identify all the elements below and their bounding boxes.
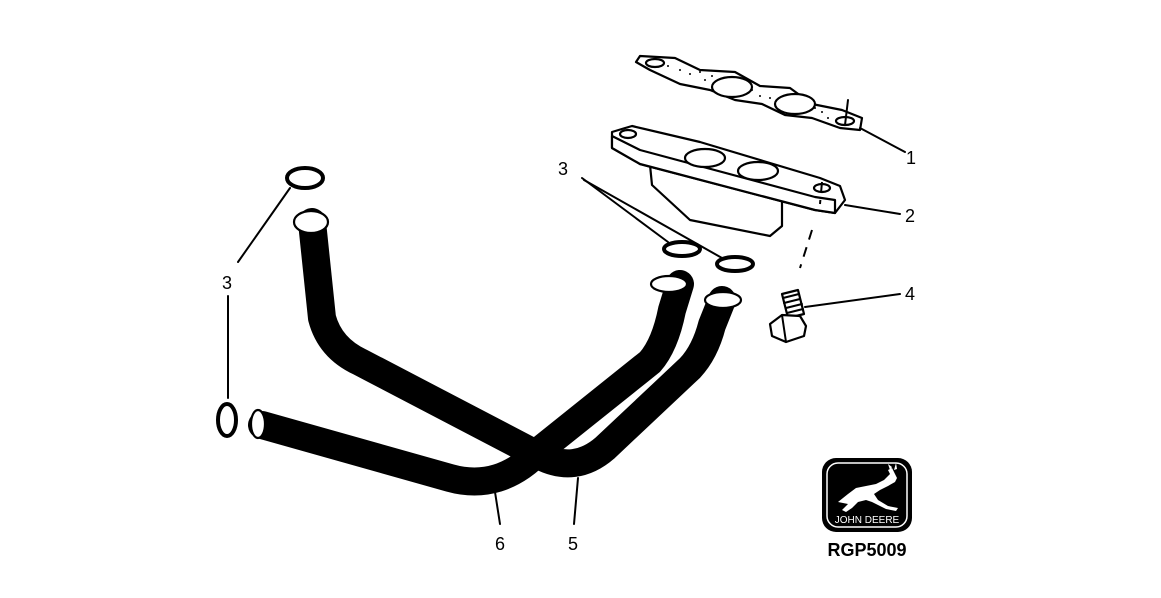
john-deere-logo: JOHN DEERE xyxy=(822,458,912,532)
o-ring-center-1 xyxy=(662,240,702,258)
callout-4: 4 xyxy=(905,284,915,304)
callout-2: 2 xyxy=(905,206,915,226)
cap-screw-part-4 xyxy=(768,288,808,344)
callout-5: 5 xyxy=(568,534,578,554)
callout-3-center: 3 xyxy=(558,159,568,179)
logo-text: JOHN DEERE xyxy=(835,515,900,526)
callout-6: 6 xyxy=(495,534,505,554)
o-ring-center-2 xyxy=(715,255,755,273)
figure-reference: RGP5009 xyxy=(827,540,906,560)
o-ring-lower-left xyxy=(216,402,238,438)
tube-part-5 xyxy=(292,208,743,478)
flange-part-2 xyxy=(610,124,847,238)
leaping-deer-icon xyxy=(838,463,898,512)
leader-lines xyxy=(227,127,906,525)
callout-3-left: 3 xyxy=(222,273,232,293)
o-ring-upper-left xyxy=(285,166,325,190)
callout-1: 1 xyxy=(906,148,916,168)
gasket-part-1 xyxy=(634,54,864,132)
alignment-lines xyxy=(799,99,849,269)
